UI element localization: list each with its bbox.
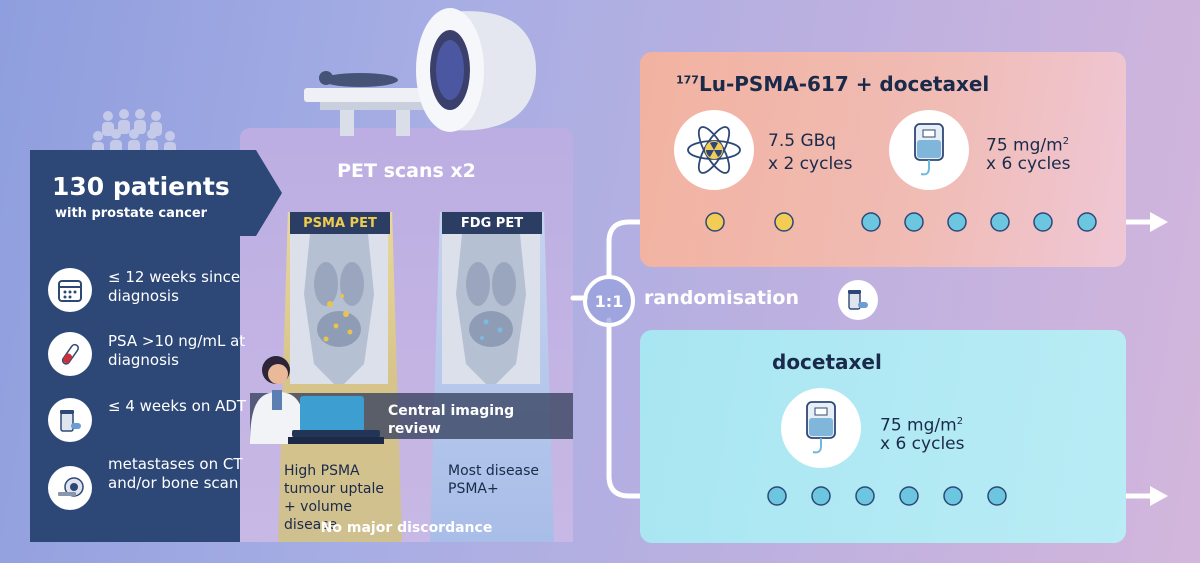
docetaxel-dose-top: 75 mg/m2: [986, 130, 1069, 158]
top-arm-title-text: Lu-PSMA-617 + docetaxel: [698, 72, 990, 96]
ct-scanner-icon: [48, 466, 92, 510]
docetaxel-cycle-dot: [1077, 212, 1097, 232]
bottom-arm-timeline: [767, 486, 1007, 506]
patients-count: 130 patients: [52, 172, 230, 201]
calendar-icon: [48, 268, 92, 312]
criteria-text: PSA >10 ng/mL at diagnosis: [108, 332, 246, 369]
docetaxel-cycle-dot: [767, 486, 787, 506]
lu-cycles: x 2 cycles: [768, 154, 853, 174]
docetaxel-cycle-dot: [899, 486, 919, 506]
dose-superscript: 2: [956, 416, 964, 427]
radiation-atom-icon: [674, 110, 754, 190]
doctor-laptop-icon: [250, 356, 384, 444]
no-discordance-text: No major discordance: [320, 520, 493, 536]
docetaxel-cycle-dot: [811, 486, 831, 506]
patients-subtitle: with prostate cancer: [55, 206, 208, 221]
isotope-superscript: 177: [676, 73, 699, 87]
docetaxel-arm: [640, 330, 1126, 543]
pet-scanner-icon: [304, 8, 536, 136]
lu-cycle-dot: [774, 212, 794, 232]
medication-icon: [48, 398, 92, 442]
fdg-scan-image: [442, 234, 540, 384]
central-review-text: Central imaging review: [388, 403, 515, 437]
docetaxel-cycle-dot: [861, 212, 881, 232]
patients-header-panel: [30, 150, 282, 236]
psma-scan-image: [290, 234, 388, 384]
criteria-text: ≤ 4 weeks on ADT: [108, 397, 247, 415]
blood-tube-icon: [48, 332, 92, 376]
docetaxel-cycle-dot: [947, 212, 967, 232]
criteria-text: metastases on CT and/or bone scan: [108, 455, 243, 492]
medication-icon: [838, 280, 878, 320]
randomisation-ratio: 1:1: [583, 275, 635, 327]
fdg-pet-label: FDG PET: [442, 212, 542, 234]
docetaxel-cycle-dot: [990, 212, 1010, 232]
dose-value: 75 mg/m: [986, 135, 1063, 156]
top-arm-title: 177Lu-PSMA-617 + docetaxel: [676, 72, 989, 96]
top-arm-timeline: [705, 212, 1097, 232]
fdg-finding: Most disease PSMA+: [448, 463, 540, 497]
docetaxel-cycles-bottom: x 6 cycles: [880, 434, 965, 454]
dose-superscript: 2: [1062, 136, 1070, 147]
docetaxel-cycle-dot: [987, 486, 1007, 506]
lu-dose: 7.5 GBq: [768, 131, 837, 151]
docetaxel-cycles-top: x 6 cycles: [986, 154, 1071, 174]
randomisation-label: randomisation: [644, 287, 799, 309]
criteria-text: ≤ 12 weeks since diagnosis: [108, 268, 241, 305]
docetaxel-cycle-dot: [943, 486, 963, 506]
bottom-arm-title: docetaxel: [772, 350, 882, 374]
lu-cycle-dot: [705, 212, 725, 232]
docetaxel-cycle-dot: [1033, 212, 1053, 232]
docetaxel-dose-bottom: 75 mg/m2: [880, 410, 963, 438]
iv-bag-icon: [781, 388, 861, 468]
dose-value: 75 mg/m: [880, 415, 957, 436]
docetaxel-cycle-dot: [904, 212, 924, 232]
docetaxel-cycle-dot: [855, 486, 875, 506]
iv-bag-icon: [889, 110, 969, 190]
psma-pet-label: PSMA PET: [290, 212, 390, 234]
psma-finding: High PSMA tumour uptale + volume disease: [284, 463, 384, 533]
pet-scans-title: PET scans x2: [337, 160, 476, 182]
